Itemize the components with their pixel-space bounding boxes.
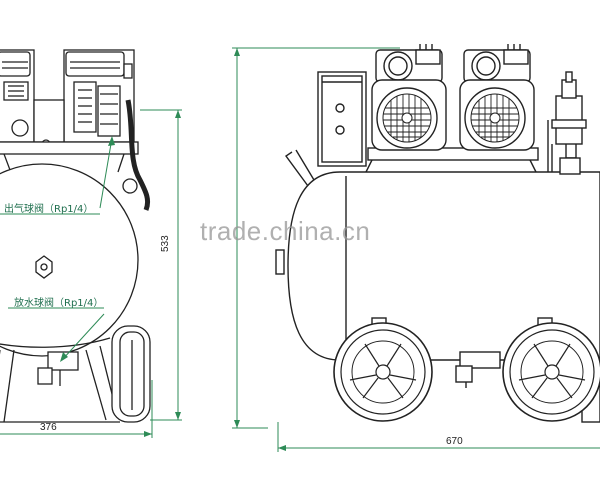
tank-end (0, 163, 139, 357)
air-hose (125, 99, 151, 211)
watermark: trade.china.cn (200, 216, 371, 246)
front-drain (459, 351, 501, 369)
drain-valve-label: 放水球阀（Rp1/4） (14, 298, 104, 309)
depth-dimension: 376 (40, 422, 57, 433)
height-dimension: 533 (160, 235, 171, 252)
side-view (0, 49, 151, 423)
tank-handle (285, 151, 309, 187)
outlet-valve-label: 出气球阀（Rp1/4） (4, 204, 94, 215)
length-dimension: 670 (446, 436, 463, 447)
